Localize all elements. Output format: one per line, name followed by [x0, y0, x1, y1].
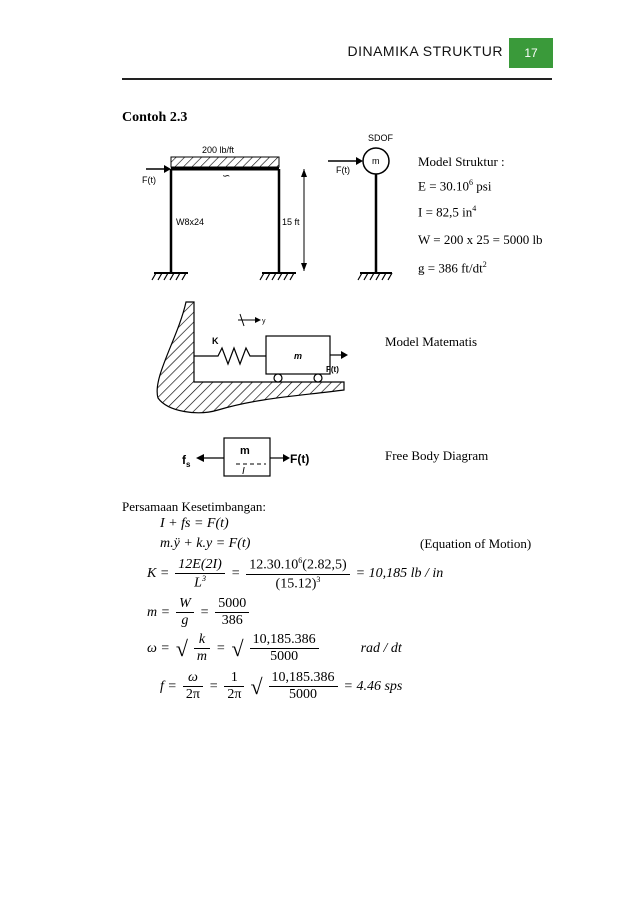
distributed-load-band: [170, 156, 280, 168]
equation-2: m.ÿ + k.y = F(t): [160, 536, 251, 551]
example-title: Contoh 2.3: [122, 110, 188, 125]
sdof-mass-label: m: [372, 156, 380, 166]
fbd-mass-block: [223, 437, 271, 477]
fs-label: fs: [182, 453, 191, 469]
section-label: W8x24: [176, 217, 204, 227]
equation-k: K = 12E(2I)L3 = 12.30.106(2.82,5)(15.12)…: [147, 556, 444, 592]
mass-label: m: [294, 351, 302, 361]
model-w-line: W = 200 x 25 = 5000 lb: [418, 232, 543, 247]
wheel-left: [273, 373, 283, 383]
sdof-force-label: F(t): [336, 165, 350, 175]
equation-1: I + fs = F(t): [160, 516, 229, 531]
right-support: [259, 272, 296, 281]
height-label: 15 ft: [282, 217, 300, 227]
free-body-diagram: fs m I F(t): [182, 437, 309, 477]
model-e-line: E = 30.106 psi: [418, 178, 492, 194]
force-label: F(t): [326, 365, 339, 374]
fbd-mass-label: m: [240, 445, 250, 457]
fbd-force-label: F(t): [290, 452, 309, 466]
model-g-line: g = 386 ft/dt2: [418, 260, 487, 276]
wheel-right: [313, 373, 323, 383]
equilibrium-heading: Persamaan Kesetimbangan:: [122, 499, 267, 514]
frame-diagram: 200 lb/ft ∽ F(t) W8x24 15 ft SDOF m F(t): [142, 133, 394, 281]
force-label: F(t): [142, 175, 156, 185]
math-model-label: Model Matematis: [385, 334, 478, 349]
spring: [194, 346, 266, 366]
fbd-inertia-label: I: [242, 466, 245, 477]
ground-block: [156, 301, 345, 414]
sdof-support: [357, 272, 393, 281]
equation-2-note: (Equation of Motion): [420, 536, 532, 551]
fbd-label: Free Body Diagram: [385, 448, 489, 463]
math-model-diagram: y K m F(t): [156, 301, 348, 414]
beam-mark: ∽: [222, 171, 230, 182]
page-number-badge: 17: [509, 38, 553, 68]
header-rule: [122, 78, 552, 80]
spring-label: K: [212, 336, 219, 346]
running-header: DINAMIKA STRUKTUR: [347, 43, 503, 59]
sdof-label: SDOF: [368, 133, 394, 143]
axis-label: y: [262, 318, 266, 325]
left-support: [151, 272, 188, 281]
model-struktur-heading: Model Struktur :: [418, 154, 505, 169]
model-i-line: I = 82,5 in4: [418, 204, 477, 220]
load-label: 200 lb/ft: [202, 145, 235, 155]
mass-block: [265, 335, 331, 375]
